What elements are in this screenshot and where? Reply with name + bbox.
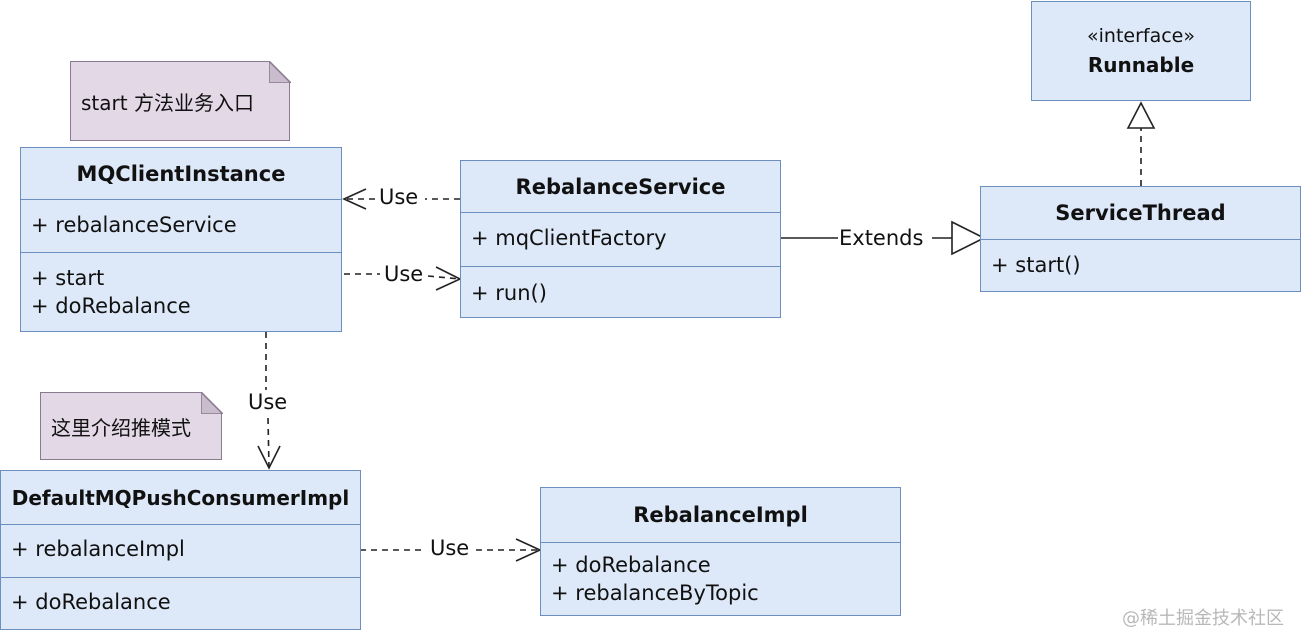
class-rebalanceimpl: RebalanceImpl + doRebalance + rebalanceB… <box>540 487 901 616</box>
note-fold-icon <box>268 60 291 83</box>
note-fold-icon <box>200 391 223 414</box>
method: + doRebalance <box>551 553 711 577</box>
use-label-4: Use <box>430 536 470 560</box>
class-defaultmqpushconsumerimpl: DefaultMQPushConsumerImpl + rebalanceImp… <box>0 470 361 630</box>
class-servicethread: ServiceThread + start() <box>980 186 1301 292</box>
realization-triangle <box>1126 101 1156 129</box>
class-rebalanceservice: RebalanceService + mqClientFactory + run… <box>460 160 781 318</box>
class-mqclientinstance: MQClientInstance + rebalanceService + st… <box>20 147 342 332</box>
methods-section: + start + doRebalance <box>21 252 341 324</box>
class-name: RebalanceImpl <box>541 488 900 543</box>
attribute: + rebalanceService <box>31 213 237 237</box>
attributes-section: + mqClientFactory <box>461 213 780 266</box>
use-arrowhead-3 <box>257 445 281 470</box>
interface-header: «interface» Runnable <box>1032 2 1250 99</box>
use-arrowhead-2 <box>435 266 462 291</box>
attribute: + mqClientFactory <box>471 226 667 250</box>
attribute: + rebalanceImpl <box>11 537 185 561</box>
method: + start() <box>991 253 1081 277</box>
class-name: RebalanceService <box>461 161 780 213</box>
use-arrowhead-1 <box>342 188 367 210</box>
extends-label: Extends <box>839 226 924 250</box>
methods-section: + run() <box>461 266 780 311</box>
extends-triangle <box>951 220 986 256</box>
class-name: ServiceThread <box>981 187 1300 240</box>
method: + rebalanceByTopic <box>551 581 759 605</box>
note-push-text: 这里介绍推模式 <box>51 415 191 440</box>
attributes-section: + rebalanceImpl <box>1 525 360 577</box>
method: + run() <box>471 281 547 305</box>
methods-section: + start() <box>981 240 1300 283</box>
use-label-1: Use <box>379 185 419 209</box>
stereotype-label: «interface» <box>1087 24 1195 47</box>
attributes-section: + rebalanceService <box>21 200 341 252</box>
use-label-3: Use <box>248 390 288 414</box>
class-name: Runnable <box>1087 52 1195 77</box>
interface-runnable: «interface» Runnable <box>1031 1 1251 101</box>
note-start-entry: start 方法业务入口 <box>70 60 291 141</box>
class-name: MQClientInstance <box>21 148 341 200</box>
methods-section: + doRebalance <box>1 577 360 620</box>
watermark: @稀土掘金技术社区 <box>1122 608 1284 629</box>
methods-section: + doRebalance + rebalanceByTopic <box>541 543 900 611</box>
method: + doRebalance <box>31 294 191 318</box>
note-start-text: start 方法业务入口 <box>81 90 254 115</box>
class-name: DefaultMQPushConsumerImpl <box>1 471 360 525</box>
use-label-2: Use <box>384 262 424 286</box>
method: + doRebalance <box>11 590 171 614</box>
method: + start <box>31 266 105 290</box>
note-push-mode: 这里介绍推模式 <box>40 391 223 460</box>
